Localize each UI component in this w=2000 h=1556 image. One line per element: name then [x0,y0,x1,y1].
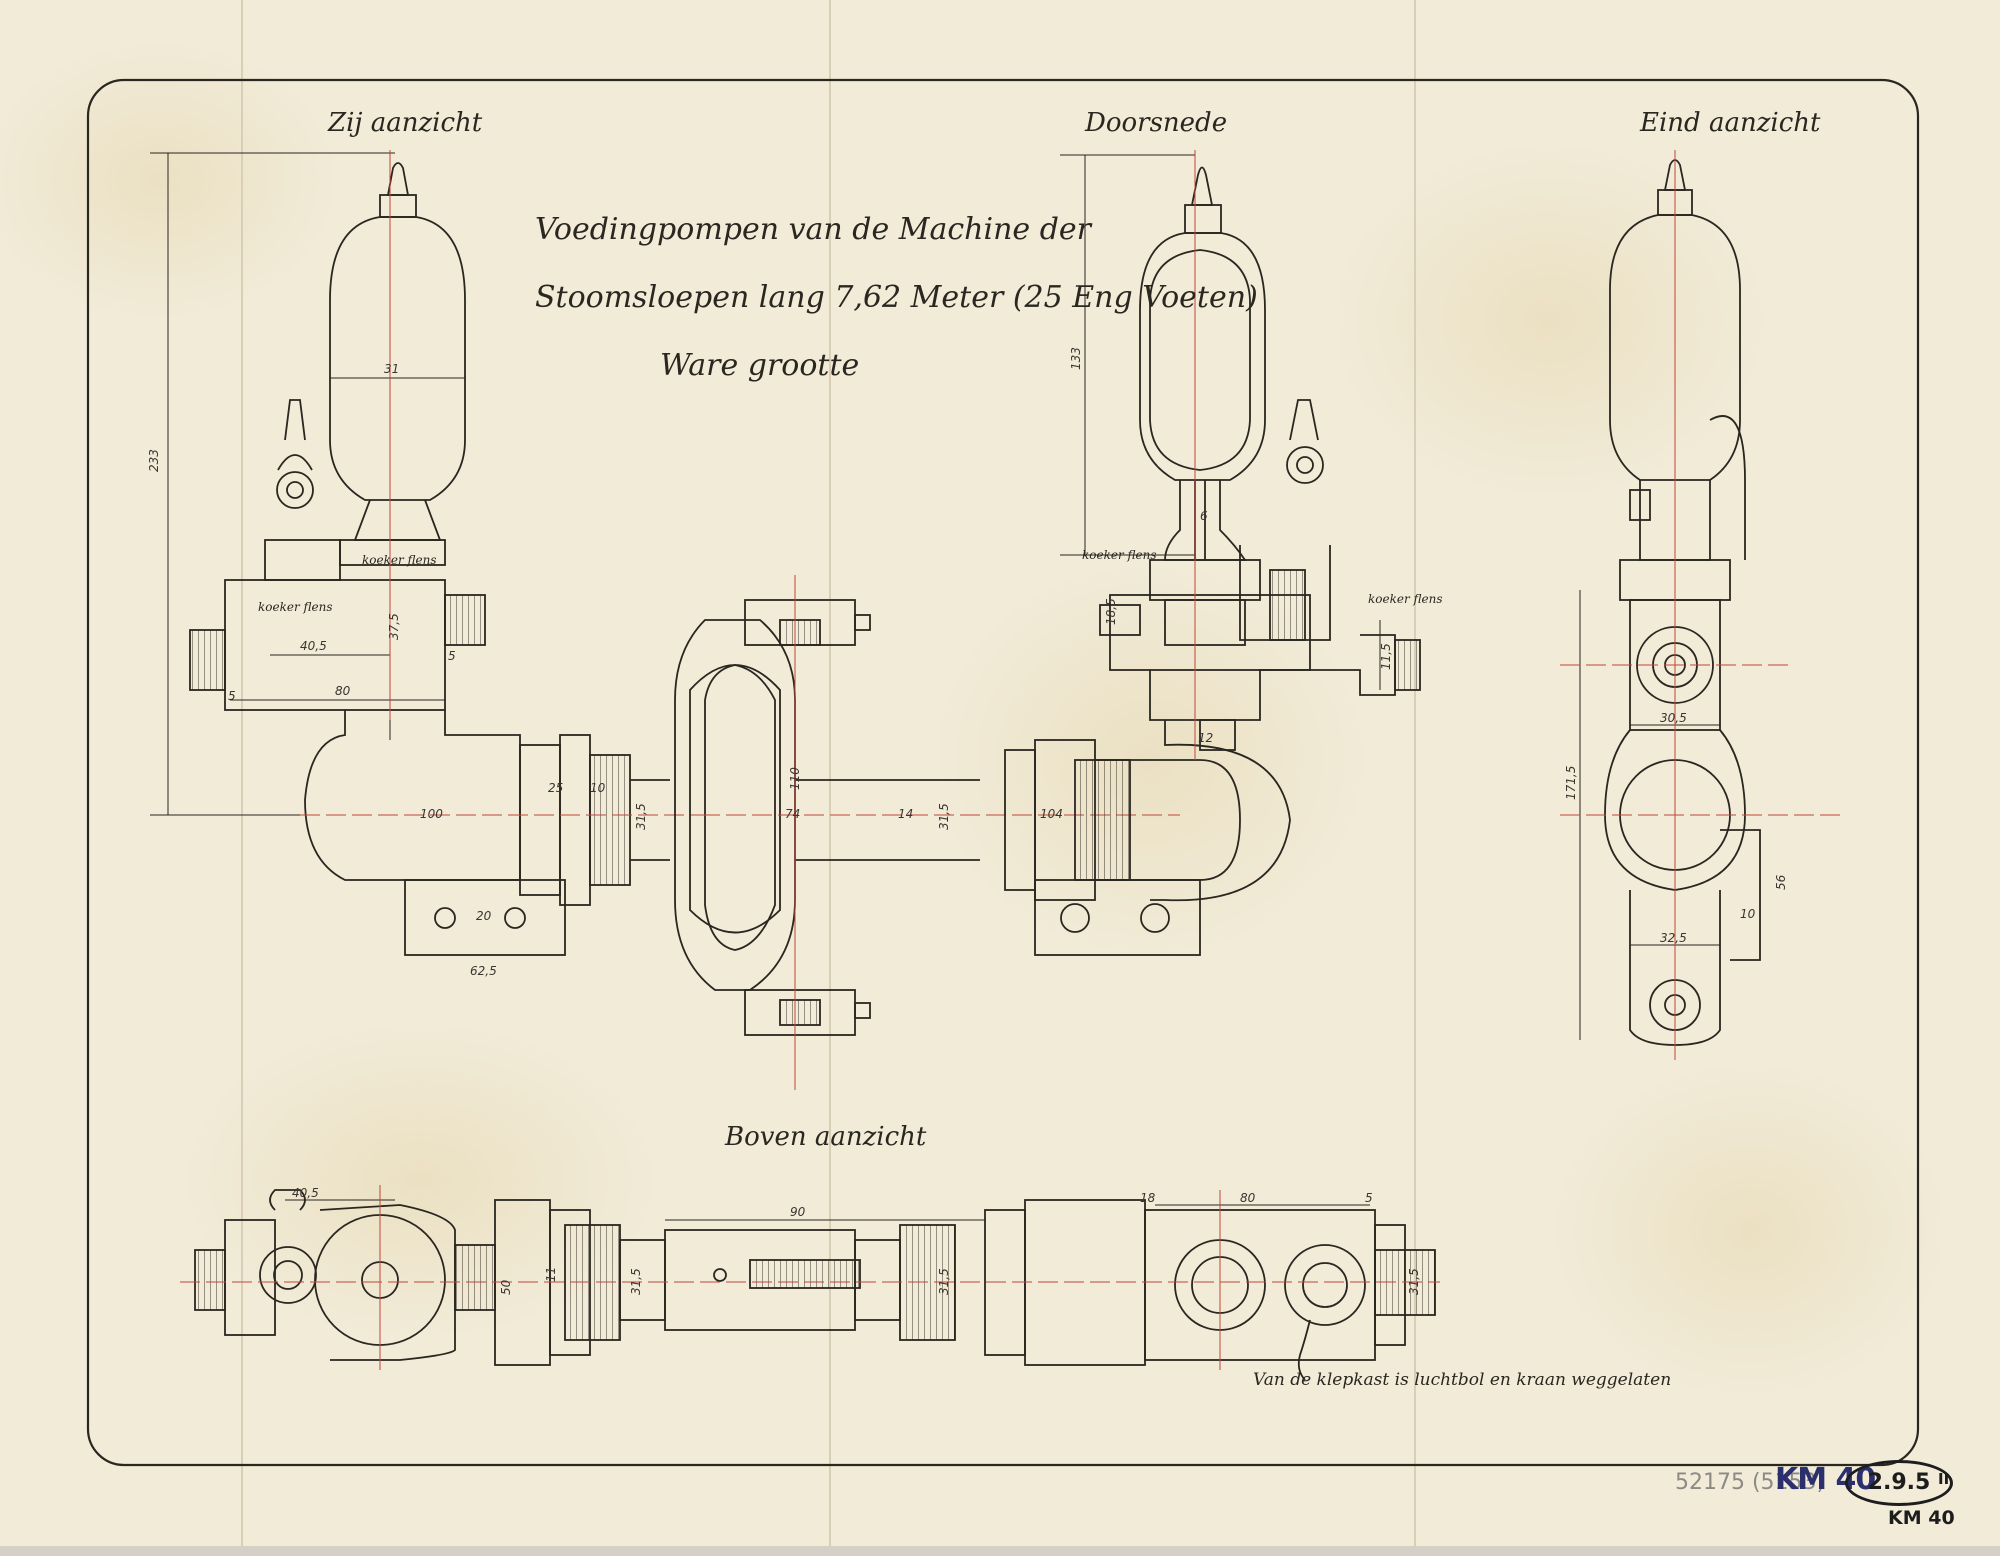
dim-body-left-c: 31,5 [634,803,648,830]
dim-side-total-height: 233 [147,449,161,472]
dim-end-small-a: 10 [1740,907,1756,921]
dim-end-lower: 32,5 [1660,931,1687,945]
dim-body-left-len: 100 [420,807,443,821]
dim-section-side-b: 11,5 [1379,643,1393,670]
archive-oval-stamp: 2.9.5 [1845,1460,1953,1506]
dimension-labels: 233 31 37,5 40,5 80 5 5 100 25 10 31,5 1… [147,347,1788,1295]
top-view-title: Boven aanzicht [725,1122,927,1152]
drawing-title-line1: Voedingpompen van de Machine der [535,212,1091,247]
dim-end-width: 30,5 [1660,711,1687,725]
dim-top-v-e: 11 [544,1267,558,1282]
dim-center-height: 110 [788,767,802,790]
side-view-title: Zij aanzicht [328,108,483,138]
dim-top-v-c: 31,5 [1407,1268,1421,1295]
dim-top-right-b: 18 [1140,1191,1156,1205]
centre-body [674,599,980,1036]
drawing-border [86,78,1920,1467]
dim-foot-left-inner: 20 [476,909,492,923]
dim-side-horizontal-a: 40,5 [300,639,327,653]
section-view [1004,166,1421,956]
dim-side-small-a: 5 [228,689,236,703]
dim-side-bulb-width: 31 [384,362,399,376]
note-bottom: Van de klepkast is luchtbol en kraan weg… [1253,1370,1672,1390]
end-view-title: Eind aanzicht [1640,108,1821,138]
top-dimensions [285,1199,1370,1221]
dim-top-center: 90 [790,1205,806,1219]
dim-body-right-len: 104 [1040,807,1063,821]
archive-roman-numeral: II [1938,1470,1950,1488]
dim-side-vertical: 37,5 [387,613,401,640]
dim-section-height: 133 [1069,347,1083,370]
drawing-title-line2: Stoomsloepen lang 7,62 Meter (25 Eng Voe… [535,280,1258,315]
archive-km-number: KM 40 [1888,1507,1955,1529]
label-koker-section-left: koeker flens [1082,548,1157,562]
dim-section-small: 6 [1200,509,1208,523]
dim-foot-left-total: 62,5 [470,964,497,978]
side-view [189,162,670,956]
dim-body-left-b: 10 [590,781,606,795]
dim-body-right-a: 31,5 [937,803,951,830]
dim-side-horizontal-b: 80 [335,684,351,698]
dim-center-right: 14 [898,807,913,821]
dim-body-left-a: 25 [548,781,563,795]
dim-center-width: 74 [785,807,800,821]
dim-top-left: 40,5 [292,1186,319,1200]
drawing-title-line3: Ware grootte [660,348,860,383]
section-view-title: Doorsnede [1085,108,1228,138]
dim-top-right-c: 5 [1365,1191,1373,1205]
label-koker-side-lower: koeker flens [258,600,333,614]
section-dimensions [1060,154,1381,690]
dim-section-gap: 12 [1198,731,1213,745]
dim-top-v-b: 31,5 [937,1268,951,1295]
dim-top-right-a: 80 [1240,1191,1256,1205]
dim-top-v-a: 31,5 [629,1268,643,1295]
dim-section-side-a: 18,5 [1104,598,1118,625]
dim-side-small-b: 5 [448,649,456,663]
archive-pencil-number: 52175 (5153) [1675,1470,1826,1495]
label-koker-section-right: koeker flens [1368,592,1443,606]
label-koker-side-upper: koeker flens [362,553,437,567]
dim-end-small-b: 56 [1774,874,1788,890]
dim-top-v-d: 50 [499,1279,513,1295]
dim-end-height: 171,5 [1564,766,1578,800]
